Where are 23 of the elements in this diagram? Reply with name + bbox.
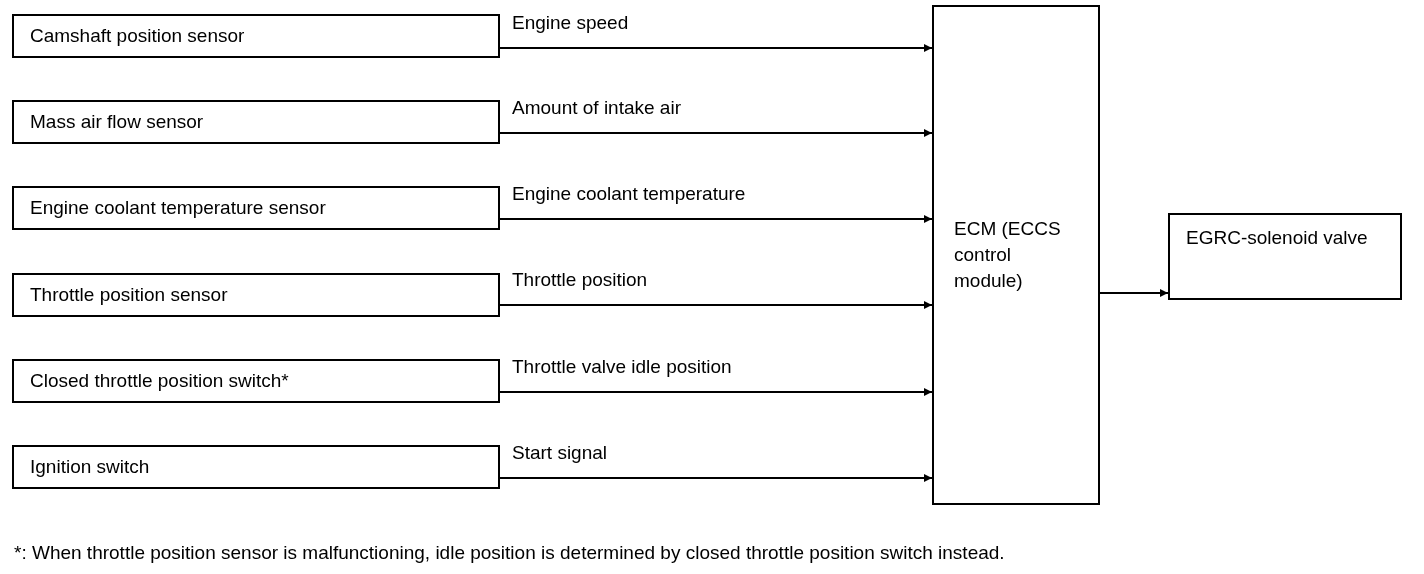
arrow (499, 474, 933, 482)
box-label: Camshaft position sensor (30, 25, 245, 46)
box-label: Throttle position sensor (30, 284, 228, 305)
actuator-box (1168, 213, 1402, 300)
box-label: Closed throttle position switch* (30, 370, 289, 391)
sensor-box (12, 359, 500, 403)
arrow (499, 215, 933, 223)
sensor-box (12, 273, 500, 317)
sensor-box (12, 100, 500, 144)
box-label: EGRC-solenoid valve (1186, 227, 1368, 248)
arrow (499, 44, 933, 52)
arrow (499, 388, 933, 396)
box-label: ECM (ECCS control module) (954, 218, 1061, 291)
sensor-box (12, 14, 500, 58)
sensor-box (12, 445, 500, 489)
box-label: Engine coolant temperature sensor (30, 197, 326, 218)
arrow (499, 129, 933, 137)
arrow (499, 301, 933, 309)
sensor-box (12, 186, 500, 230)
box-label: Mass air flow sensor (30, 111, 204, 132)
control-module-box (932, 5, 1100, 505)
arrow (1099, 289, 1169, 297)
box-label: Ignition switch (30, 456, 150, 477)
